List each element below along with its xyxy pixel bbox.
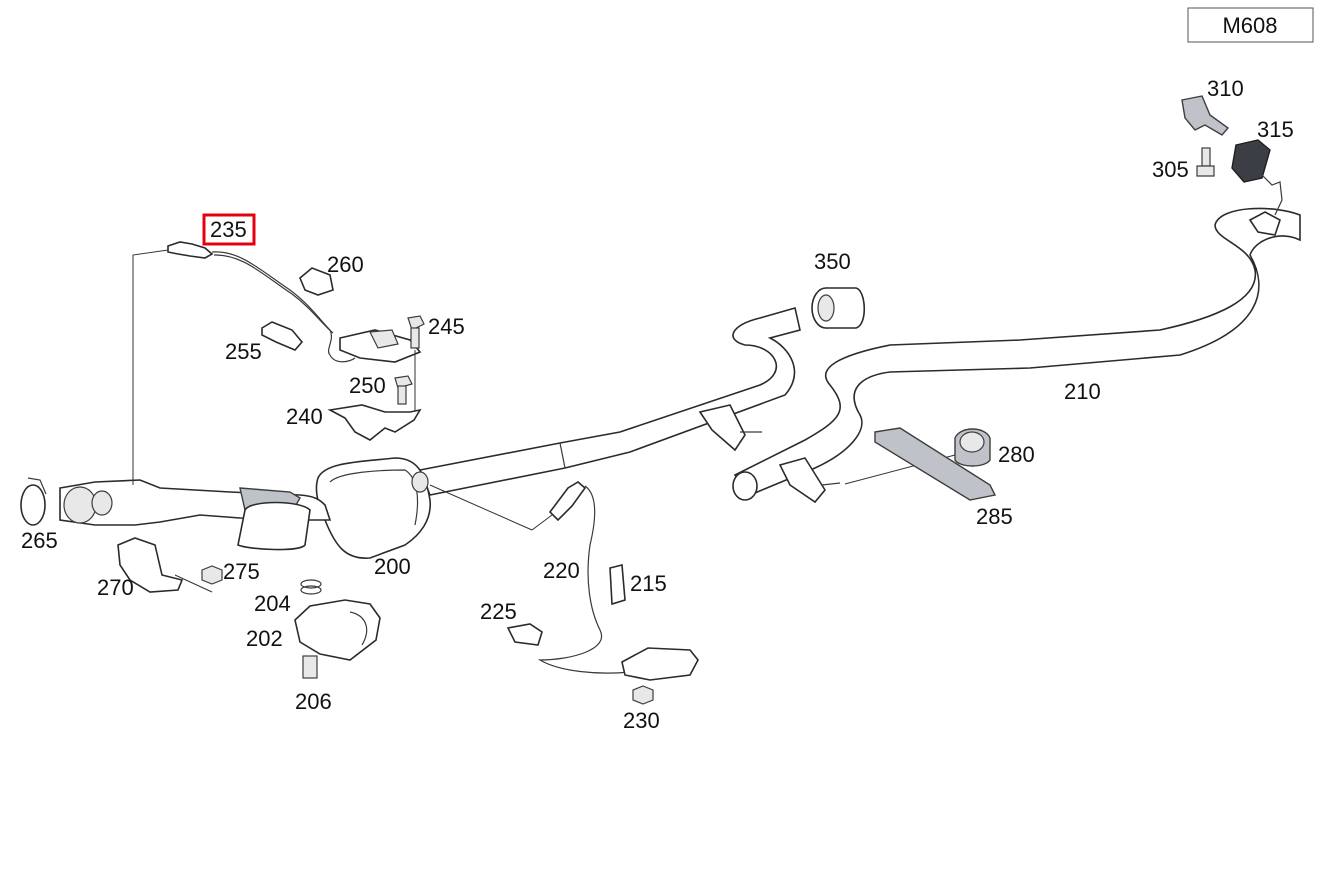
- callout-250[interactable]: 250: [349, 373, 386, 398]
- bolt-305[interactable]: [1196, 147, 1215, 177]
- nut-230[interactable]: [632, 685, 654, 705]
- clip-225[interactable]: [506, 623, 543, 646]
- model-code-label: M608: [1222, 13, 1277, 38]
- spring-204[interactable]: [300, 579, 322, 595]
- actuator-202[interactable]: [294, 599, 381, 661]
- clip-215[interactable]: [609, 563, 626, 606]
- callout-255[interactable]: 255: [225, 339, 262, 364]
- callout-200[interactable]: 200: [374, 554, 411, 579]
- callout-204[interactable]: 204: [254, 591, 291, 616]
- middle-pipe[interactable]: [418, 306, 801, 496]
- callout-260[interactable]: 260: [327, 252, 364, 277]
- callout-240[interactable]: 240: [286, 404, 323, 429]
- callout-315[interactable]: 315: [1257, 117, 1294, 142]
- bolt-250[interactable]: [394, 350, 416, 412]
- rear-hanger-310[interactable]: [1181, 95, 1230, 136]
- rubber-mount-280[interactable]: [844, 428, 991, 485]
- nut-275[interactable]: [201, 565, 223, 585]
- sensor-control-box[interactable]: [621, 647, 699, 681]
- callout-225[interactable]: 225: [480, 599, 517, 624]
- bracket-260[interactable]: [299, 267, 334, 296]
- callout-270[interactable]: 270: [97, 575, 134, 600]
- callout-215[interactable]: 215: [630, 571, 667, 596]
- rubber-block-315[interactable]: [1231, 139, 1271, 183]
- clamp-350[interactable]: [811, 287, 866, 329]
- callout-210[interactable]: 210: [1064, 379, 1101, 404]
- callout-305[interactable]: 305: [1152, 157, 1189, 182]
- rear-pipe-210[interactable]: [733, 207, 1301, 496]
- callout-280[interactable]: 280: [998, 442, 1035, 467]
- oxygen-sensor-235[interactable]: [132, 241, 334, 485]
- hanger-bracket-285[interactable]: [874, 427, 997, 501]
- model-code-box: M608: [1187, 7, 1314, 43]
- band-clamp-265[interactable]: [20, 477, 47, 526]
- callout-275[interactable]: 275: [223, 559, 260, 584]
- bolt-245[interactable]: [407, 315, 425, 349]
- callout-202[interactable]: 202: [246, 626, 283, 651]
- highlight-box-235: [202, 213, 256, 246]
- callout-220[interactable]: 220: [543, 558, 580, 583]
- mount-270[interactable]: [117, 537, 213, 593]
- callout-235[interactable]: 235: [210, 217, 247, 242]
- callout-245[interactable]: 245: [428, 314, 465, 339]
- callout-310[interactable]: 310: [1207, 76, 1244, 101]
- bracket-240[interactable]: [327, 404, 422, 441]
- callout-285[interactable]: 285: [976, 504, 1013, 529]
- callout-265[interactable]: 265: [21, 528, 58, 553]
- callout-206[interactable]: 206: [295, 689, 332, 714]
- sensor-control-unit[interactable]: [329, 329, 422, 363]
- exhaust-pipe-assembly[interactable]: [59, 207, 1301, 559]
- bolt-206[interactable]: [302, 655, 318, 679]
- oxygen-sensor-220[interactable]: [429, 481, 631, 674]
- callout-350[interactable]: 350: [814, 249, 851, 274]
- callout-230[interactable]: 230: [623, 708, 660, 733]
- clip-255[interactable]: [261, 321, 304, 351]
- silencer-200[interactable]: [315, 457, 431, 559]
